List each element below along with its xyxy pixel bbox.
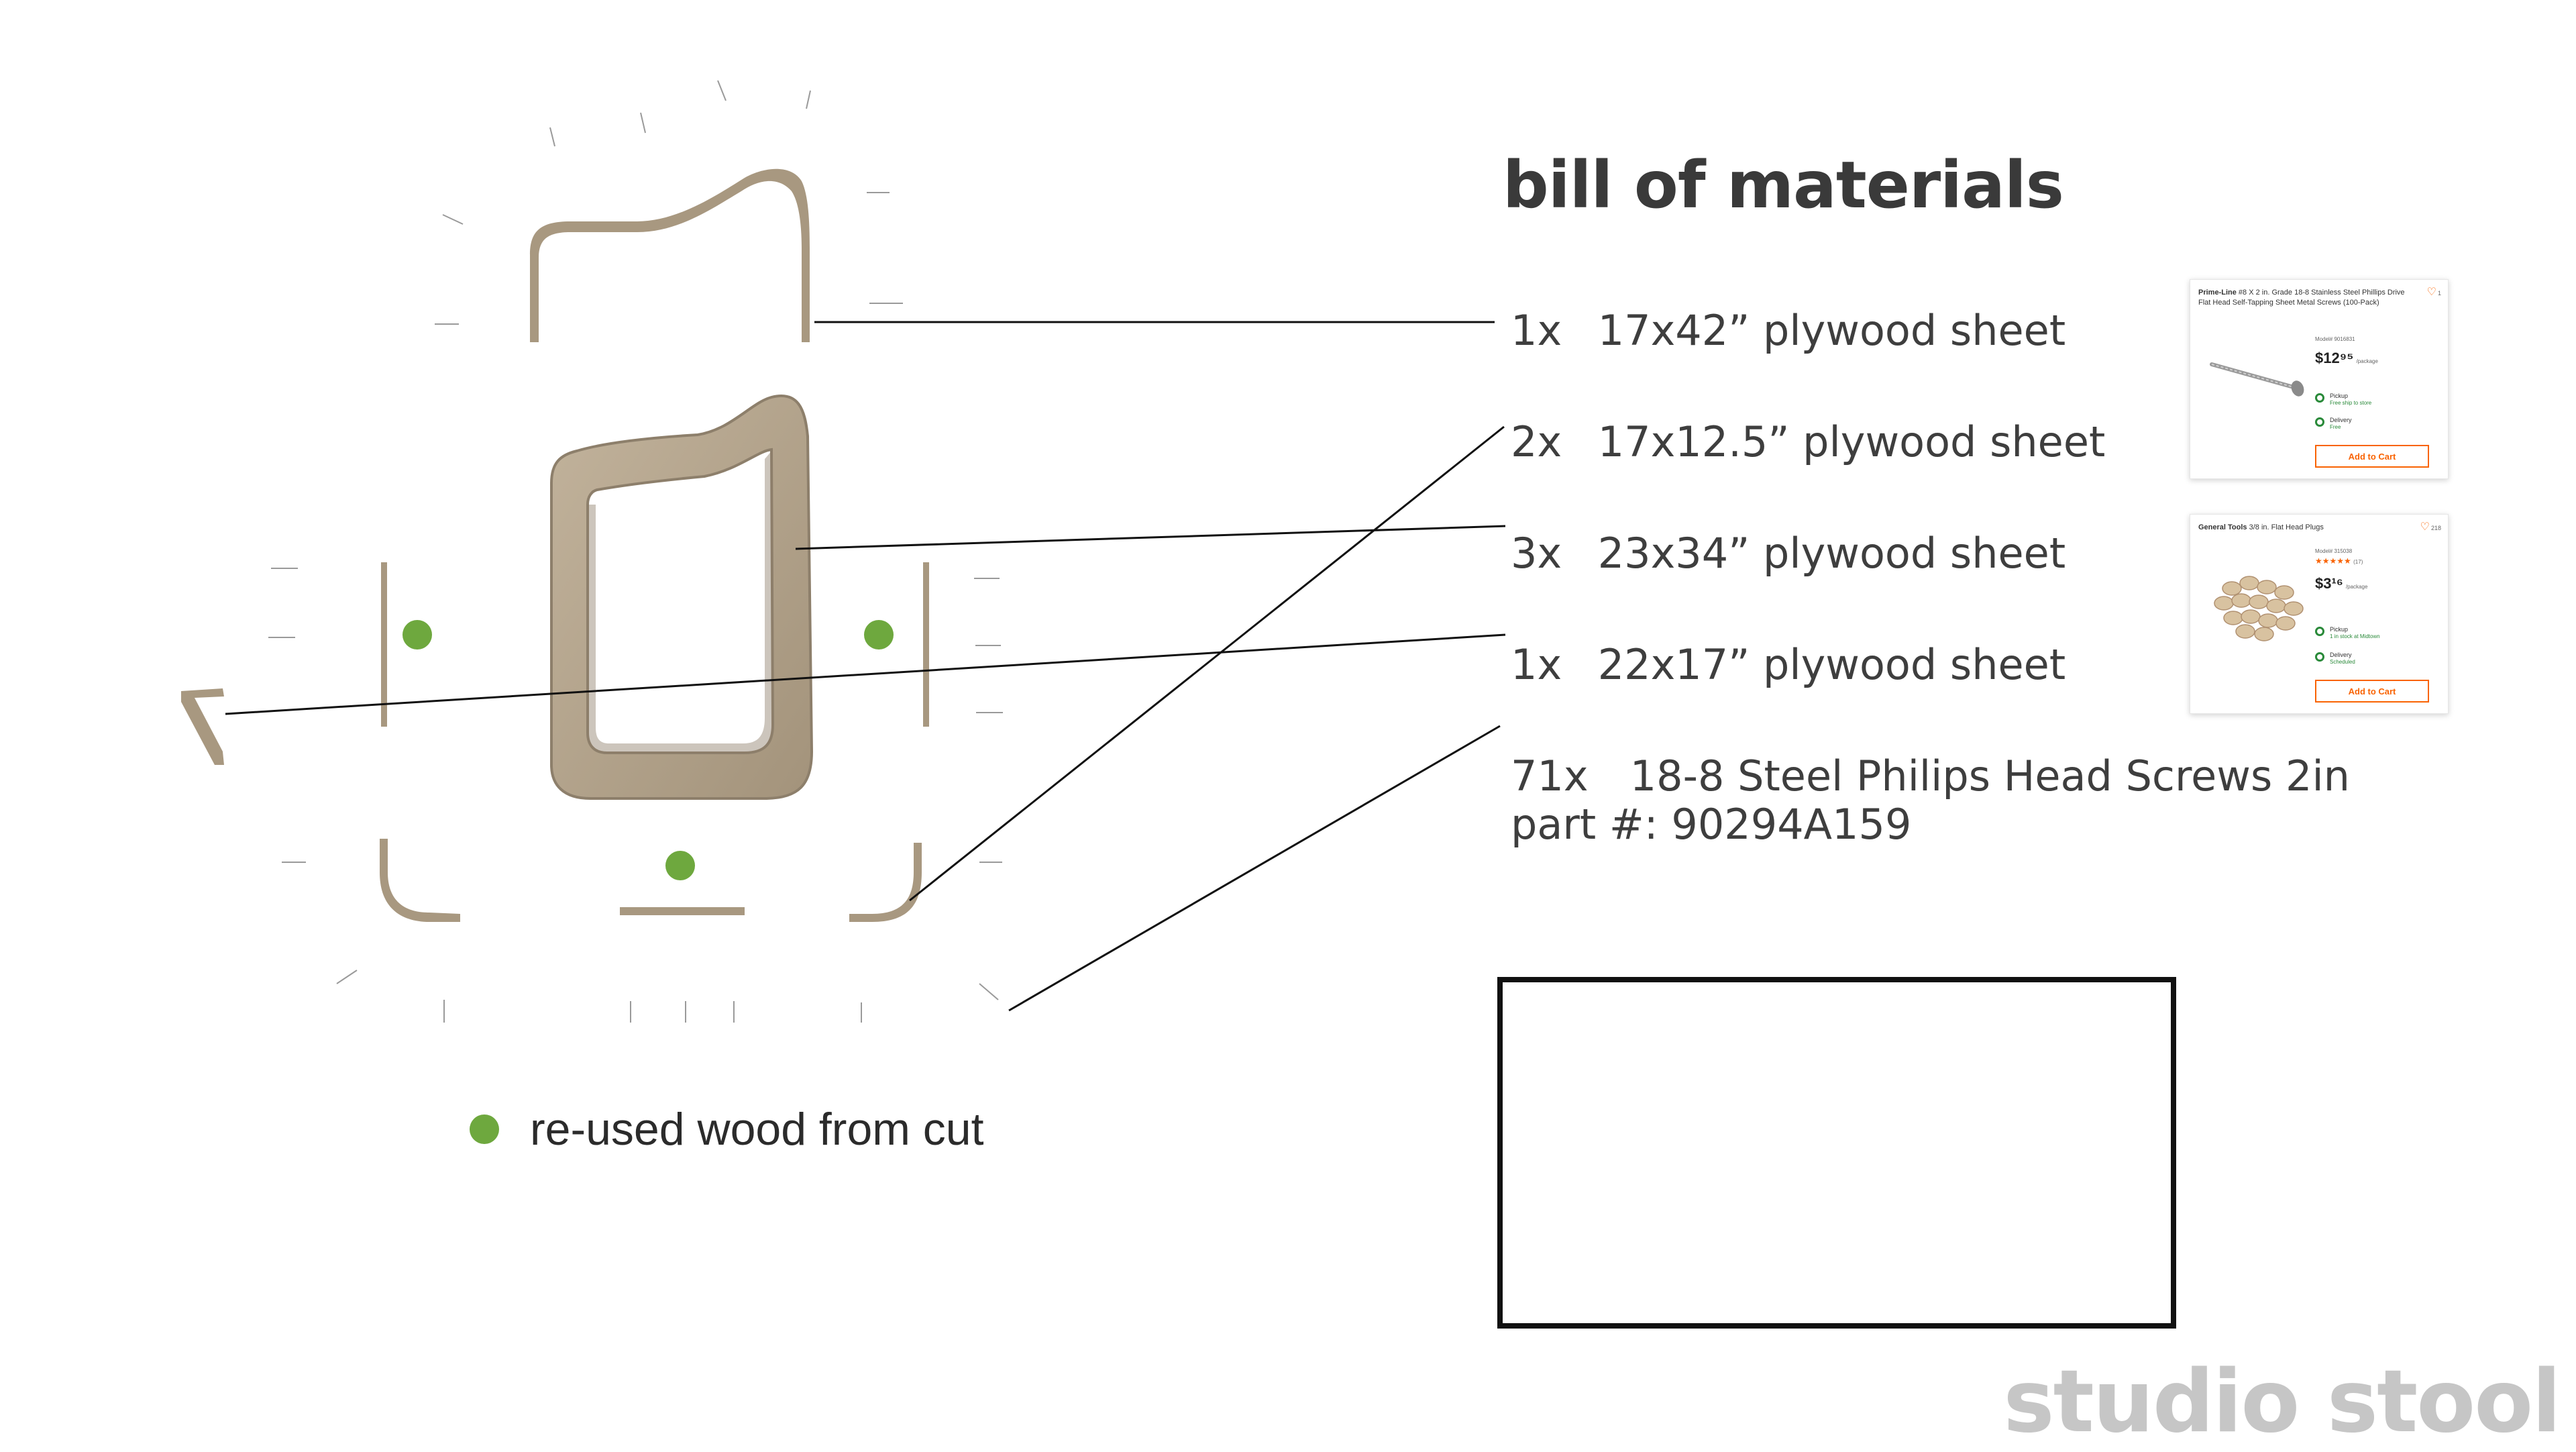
product-card-plugs[interactable]: General Tools 3/8 in. Flat Head Plugs ♡2… [2190, 514, 2449, 714]
wood-plugs-icon [2214, 576, 2304, 641]
price-value: $12⁹⁵ [2315, 350, 2354, 366]
bom-desc: 17x12.5” plywood sheet [1597, 417, 2106, 466]
leader-line-3 [795, 525, 1506, 550]
rating-stars: ★★★★★ [2315, 556, 2351, 566]
price-unit: /package [2356, 358, 2378, 364]
product-model: Model# 315038 [2315, 548, 2353, 554]
bom-desc: 23x34” plywood sheet [1597, 529, 2066, 578]
product-title: General Tools 3/8 in. Flat Head Plugs [2198, 523, 2406, 533]
pickup-label: Pickup [2330, 626, 2349, 633]
bom-item: 71x 18-8 Steel Philips Head Screws 2in [1511, 751, 2350, 800]
pickup-option: Pickup 1 in stock at Midtown [2315, 626, 2380, 640]
product-description: 3/8 in. Flat Head Plugs [2249, 523, 2324, 531]
bom-item: 1x 17x42” plywood sheet [1511, 306, 2065, 355]
product-description: #8 X 2 in. Grade 18-8 Stainless Steel Ph… [2198, 289, 2405, 307]
delivery-option: Delivery Scheduled [2315, 652, 2355, 666]
leader-line-2 [909, 425, 1505, 902]
bom-desc: 18-8 Steel Philips Head Screws 2in [1629, 751, 2350, 800]
reused-wood-legend-dot [470, 1114, 499, 1144]
price-unit: /package [2345, 584, 2368, 590]
bom-part-number: part #: 90294A159 [1511, 800, 1912, 849]
bottom-left-corner-piece [380, 839, 460, 922]
main-frame-piece [550, 395, 814, 800]
favorite-heart-icon[interactable]: ♡218 [2420, 521, 2441, 533]
product-card-screws[interactable]: Prime-Line #8 X 2 in. Grade 18-8 Stainle… [2190, 279, 2449, 479]
delivery-detail: Free [2330, 424, 2341, 430]
project-title: studio stool [2003, 1352, 2561, 1452]
pickup-detail: 1 in stock at Midtown [2330, 633, 2380, 639]
frame-inner-depth [588, 450, 773, 753]
screw-icon [2210, 362, 2304, 397]
reused-wood-dot [665, 851, 695, 880]
reused-wood-dot [864, 620, 894, 650]
legend: re-used wood from cut [470, 1103, 984, 1155]
reused-wood-dot [402, 620, 432, 650]
favorite-count: 1 [2437, 290, 2441, 297]
legend-label: re-used wood from cut [530, 1104, 984, 1155]
delivery-detail: Scheduled [2330, 659, 2355, 665]
bom-qty: 1x [1511, 640, 1562, 689]
product-price: $12⁹⁵/package [2315, 350, 2378, 367]
bom-qty: 71x [1511, 751, 1589, 800]
favorite-count: 218 [2430, 525, 2441, 531]
bom-title: bill of materials [1503, 148, 2064, 223]
bom-item: 3x 23x34” plywood sheet [1511, 529, 2065, 578]
right-side-bar [923, 562, 929, 727]
product-title: Prime-Line #8 X 2 in. Grade 18-8 Stainle… [2198, 288, 2406, 308]
bom-qty: 2x [1511, 417, 1562, 466]
bom-desc: 22x17” plywood sheet [1597, 640, 2066, 689]
review-count: (17) [2353, 559, 2363, 565]
pickup-icon [2315, 627, 2324, 636]
leader-line-5 [1008, 725, 1501, 1012]
product-model: Model# 9016831 [2315, 336, 2355, 342]
product-price: $3¹⁶/package [2315, 575, 2367, 592]
bom-qty: 3x [1511, 529, 1562, 578]
cut-marks [268, 80, 1003, 1023]
add-to-cart-button[interactable]: Add to Cart [2315, 680, 2429, 703]
bom-item: 1x 22x17” plywood sheet [1511, 640, 2065, 689]
bom-qty: 1x [1511, 306, 1562, 355]
top-curved-piece [530, 168, 810, 343]
favorite-heart-icon[interactable]: ♡1 [2426, 287, 2441, 298]
delivery-icon [2315, 417, 2324, 427]
reused-wood-markers [402, 620, 894, 880]
product-rating: ★★★★★ (17) [2315, 556, 2363, 566]
bottom-right-corner-piece [849, 843, 922, 922]
pickup-detail: Free ship to store [2330, 400, 2372, 406]
product-brand: General Tools [2198, 523, 2247, 531]
bottom-center-bar [620, 907, 745, 915]
pickup-label: Pickup [2330, 393, 2349, 399]
add-to-cart-button[interactable]: Add to Cart [2315, 445, 2429, 468]
left-side-bar [381, 562, 387, 727]
leader-lines [225, 321, 1506, 1012]
leader-line-4 [225, 633, 1506, 715]
bom-item: 2x 17x12.5” plywood sheet [1511, 417, 2105, 466]
placeholder-box [1497, 977, 2176, 1329]
delivery-option: Delivery Free [2315, 417, 2352, 431]
pickup-option: Pickup Free ship to store [2315, 393, 2371, 407]
bom-desc: 17x42” plywood sheet [1597, 306, 2066, 355]
delivery-label: Delivery [2330, 652, 2352, 658]
left-partial-piece [181, 688, 224, 765]
pickup-icon [2315, 393, 2324, 403]
delivery-icon [2315, 652, 2324, 662]
delivery-label: Delivery [2330, 417, 2352, 423]
price-value: $3¹⁶ [2315, 575, 2343, 592]
product-brand: Prime-Line [2198, 289, 2237, 297]
